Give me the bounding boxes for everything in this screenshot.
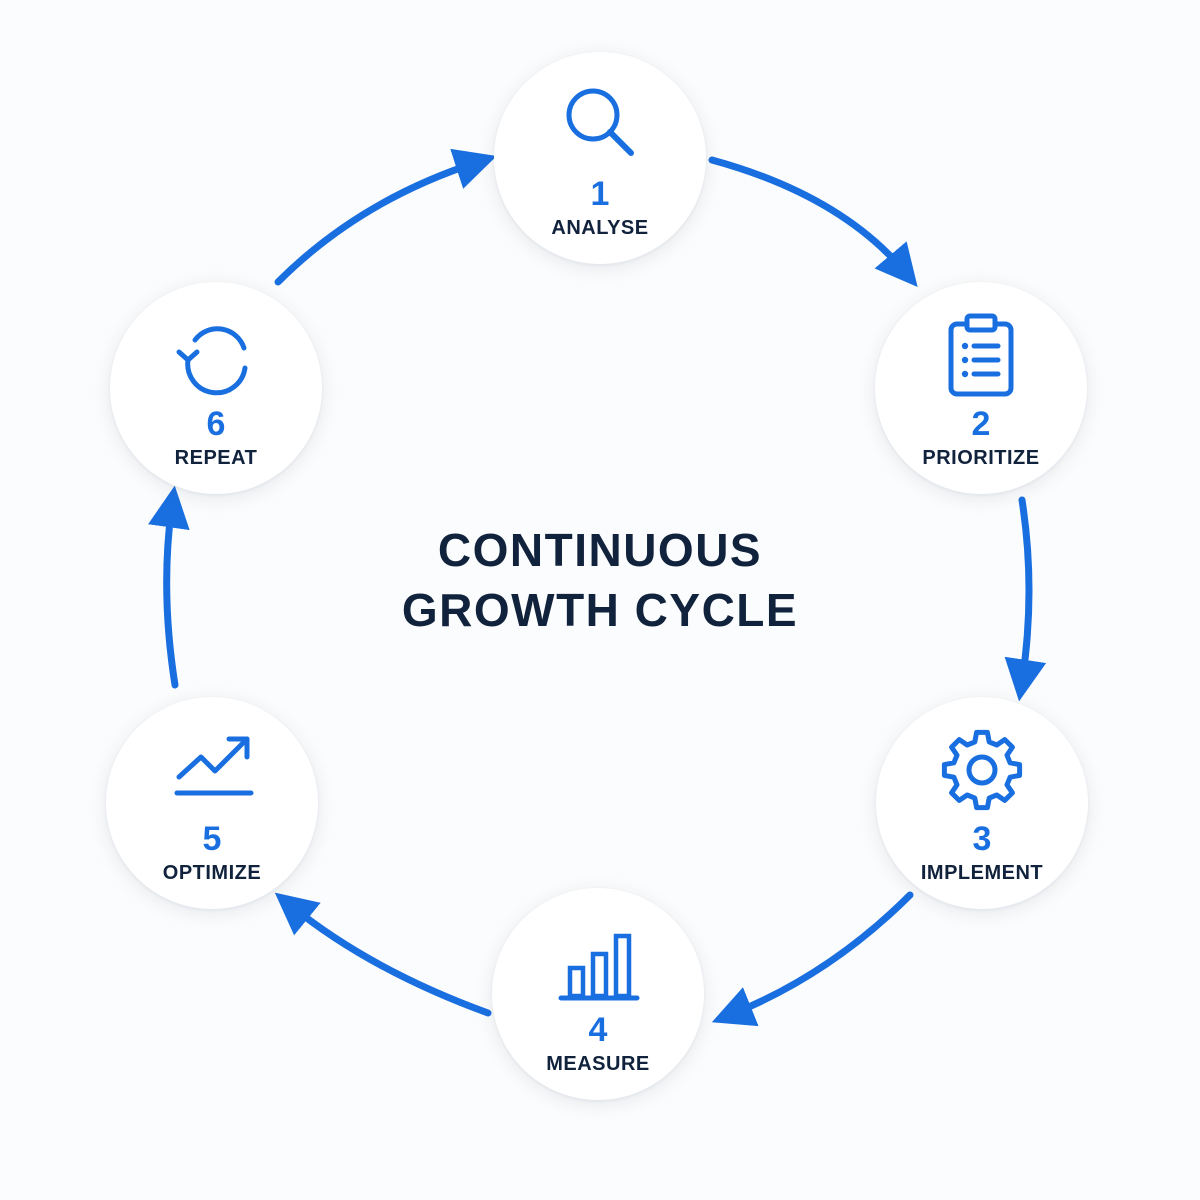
step-number: 4 bbox=[588, 1011, 608, 1049]
clipboard-list-icon bbox=[936, 310, 1026, 400]
step-label: PRIORITIZE bbox=[922, 447, 1040, 469]
arrow-4-to-5 bbox=[274, 892, 492, 1017]
refresh-icon bbox=[171, 310, 261, 400]
arrow-1-to-2 bbox=[708, 156, 918, 287]
step-number: 1 bbox=[590, 175, 610, 213]
arrow-3-to-4 bbox=[711, 891, 914, 1027]
arrow-5-to-6 bbox=[148, 485, 190, 689]
step-measure: 4 MEASURE bbox=[492, 888, 704, 1100]
step-repeat: 6 REPEAT bbox=[110, 282, 322, 494]
magnifier-icon bbox=[555, 80, 645, 170]
step-number: 5 bbox=[202, 820, 222, 858]
step-optimize: 5 OPTIMIZE bbox=[106, 697, 318, 909]
step-implement: 3 IMPLEMENT bbox=[876, 697, 1088, 909]
step-number: 3 bbox=[972, 820, 992, 858]
bar-chart-icon bbox=[553, 916, 643, 1006]
gear-icon bbox=[937, 725, 1027, 815]
step-label: IMPLEMENT bbox=[920, 862, 1044, 884]
trend-up-icon bbox=[167, 725, 257, 815]
arrow-2-to-3 bbox=[1004, 496, 1047, 702]
step-label: OPTIMIZE bbox=[162, 862, 262, 884]
step-label: REPEAT bbox=[174, 447, 258, 469]
diagram-title: CONTINUOUS GROWTH CYCLE bbox=[300, 520, 900, 640]
step-label: ANALYSE bbox=[551, 217, 649, 239]
title-line-1: CONTINUOUS bbox=[437, 524, 763, 576]
step-analyse: 1 ANALYSE bbox=[494, 52, 706, 264]
title-line-2: GROWTH CYCLE bbox=[401, 584, 799, 636]
step-number: 6 bbox=[206, 405, 226, 443]
step-number: 2 bbox=[971, 405, 991, 443]
arrow-6-to-1 bbox=[274, 148, 497, 286]
step-label: MEASURE bbox=[546, 1053, 650, 1075]
step-prioritize: 2 PRIORITIZE bbox=[875, 282, 1087, 494]
